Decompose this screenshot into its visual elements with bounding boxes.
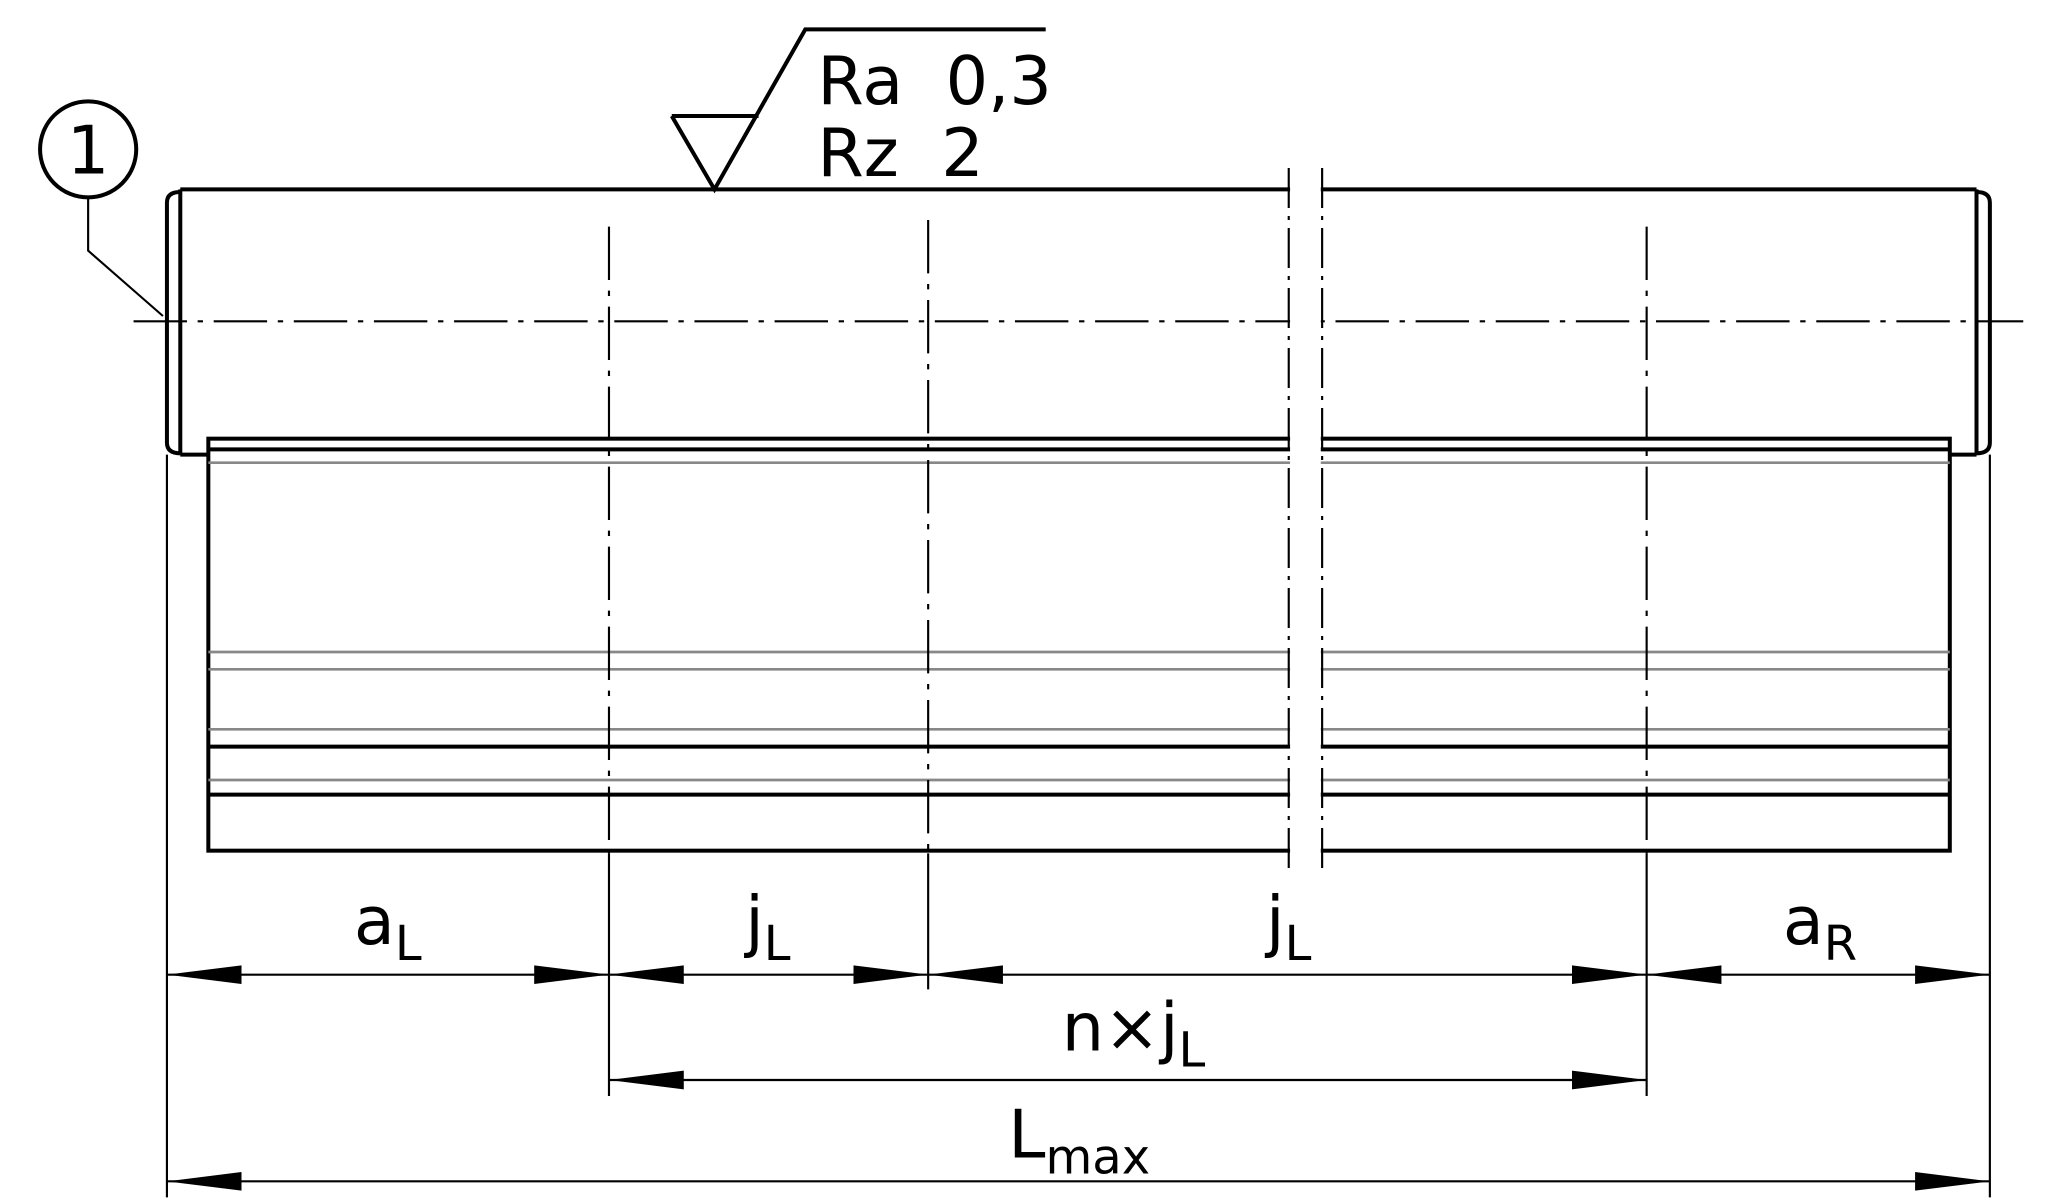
surface-finish-symbol: Ra 0,3 Rz 2: [670, 27, 1052, 194]
label-a-left: aL: [354, 882, 422, 972]
label-a-right: aR: [1783, 882, 1857, 972]
shaft-outline: [164, 187, 1992, 457]
guide-rail: [206, 436, 1952, 853]
label-j-mid: jL: [1264, 882, 1312, 972]
roughness-rz: Rz 2: [817, 114, 983, 192]
callout-number: 1: [67, 111, 109, 189]
label-j-left: jL: [743, 882, 791, 972]
roughness-ra: Ra 0,3: [817, 42, 1052, 120]
label-n-times-j: n×jL: [1062, 989, 1206, 1079]
break-gap: [1287, 168, 1324, 875]
extension-lines: [165, 454, 1991, 1198]
hole-centerlines: [607, 220, 1648, 854]
callout-bubble: 1: [38, 99, 164, 317]
label-l-max: Lmax: [1008, 1095, 1150, 1185]
dimension-lines: [166, 965, 1990, 1191]
